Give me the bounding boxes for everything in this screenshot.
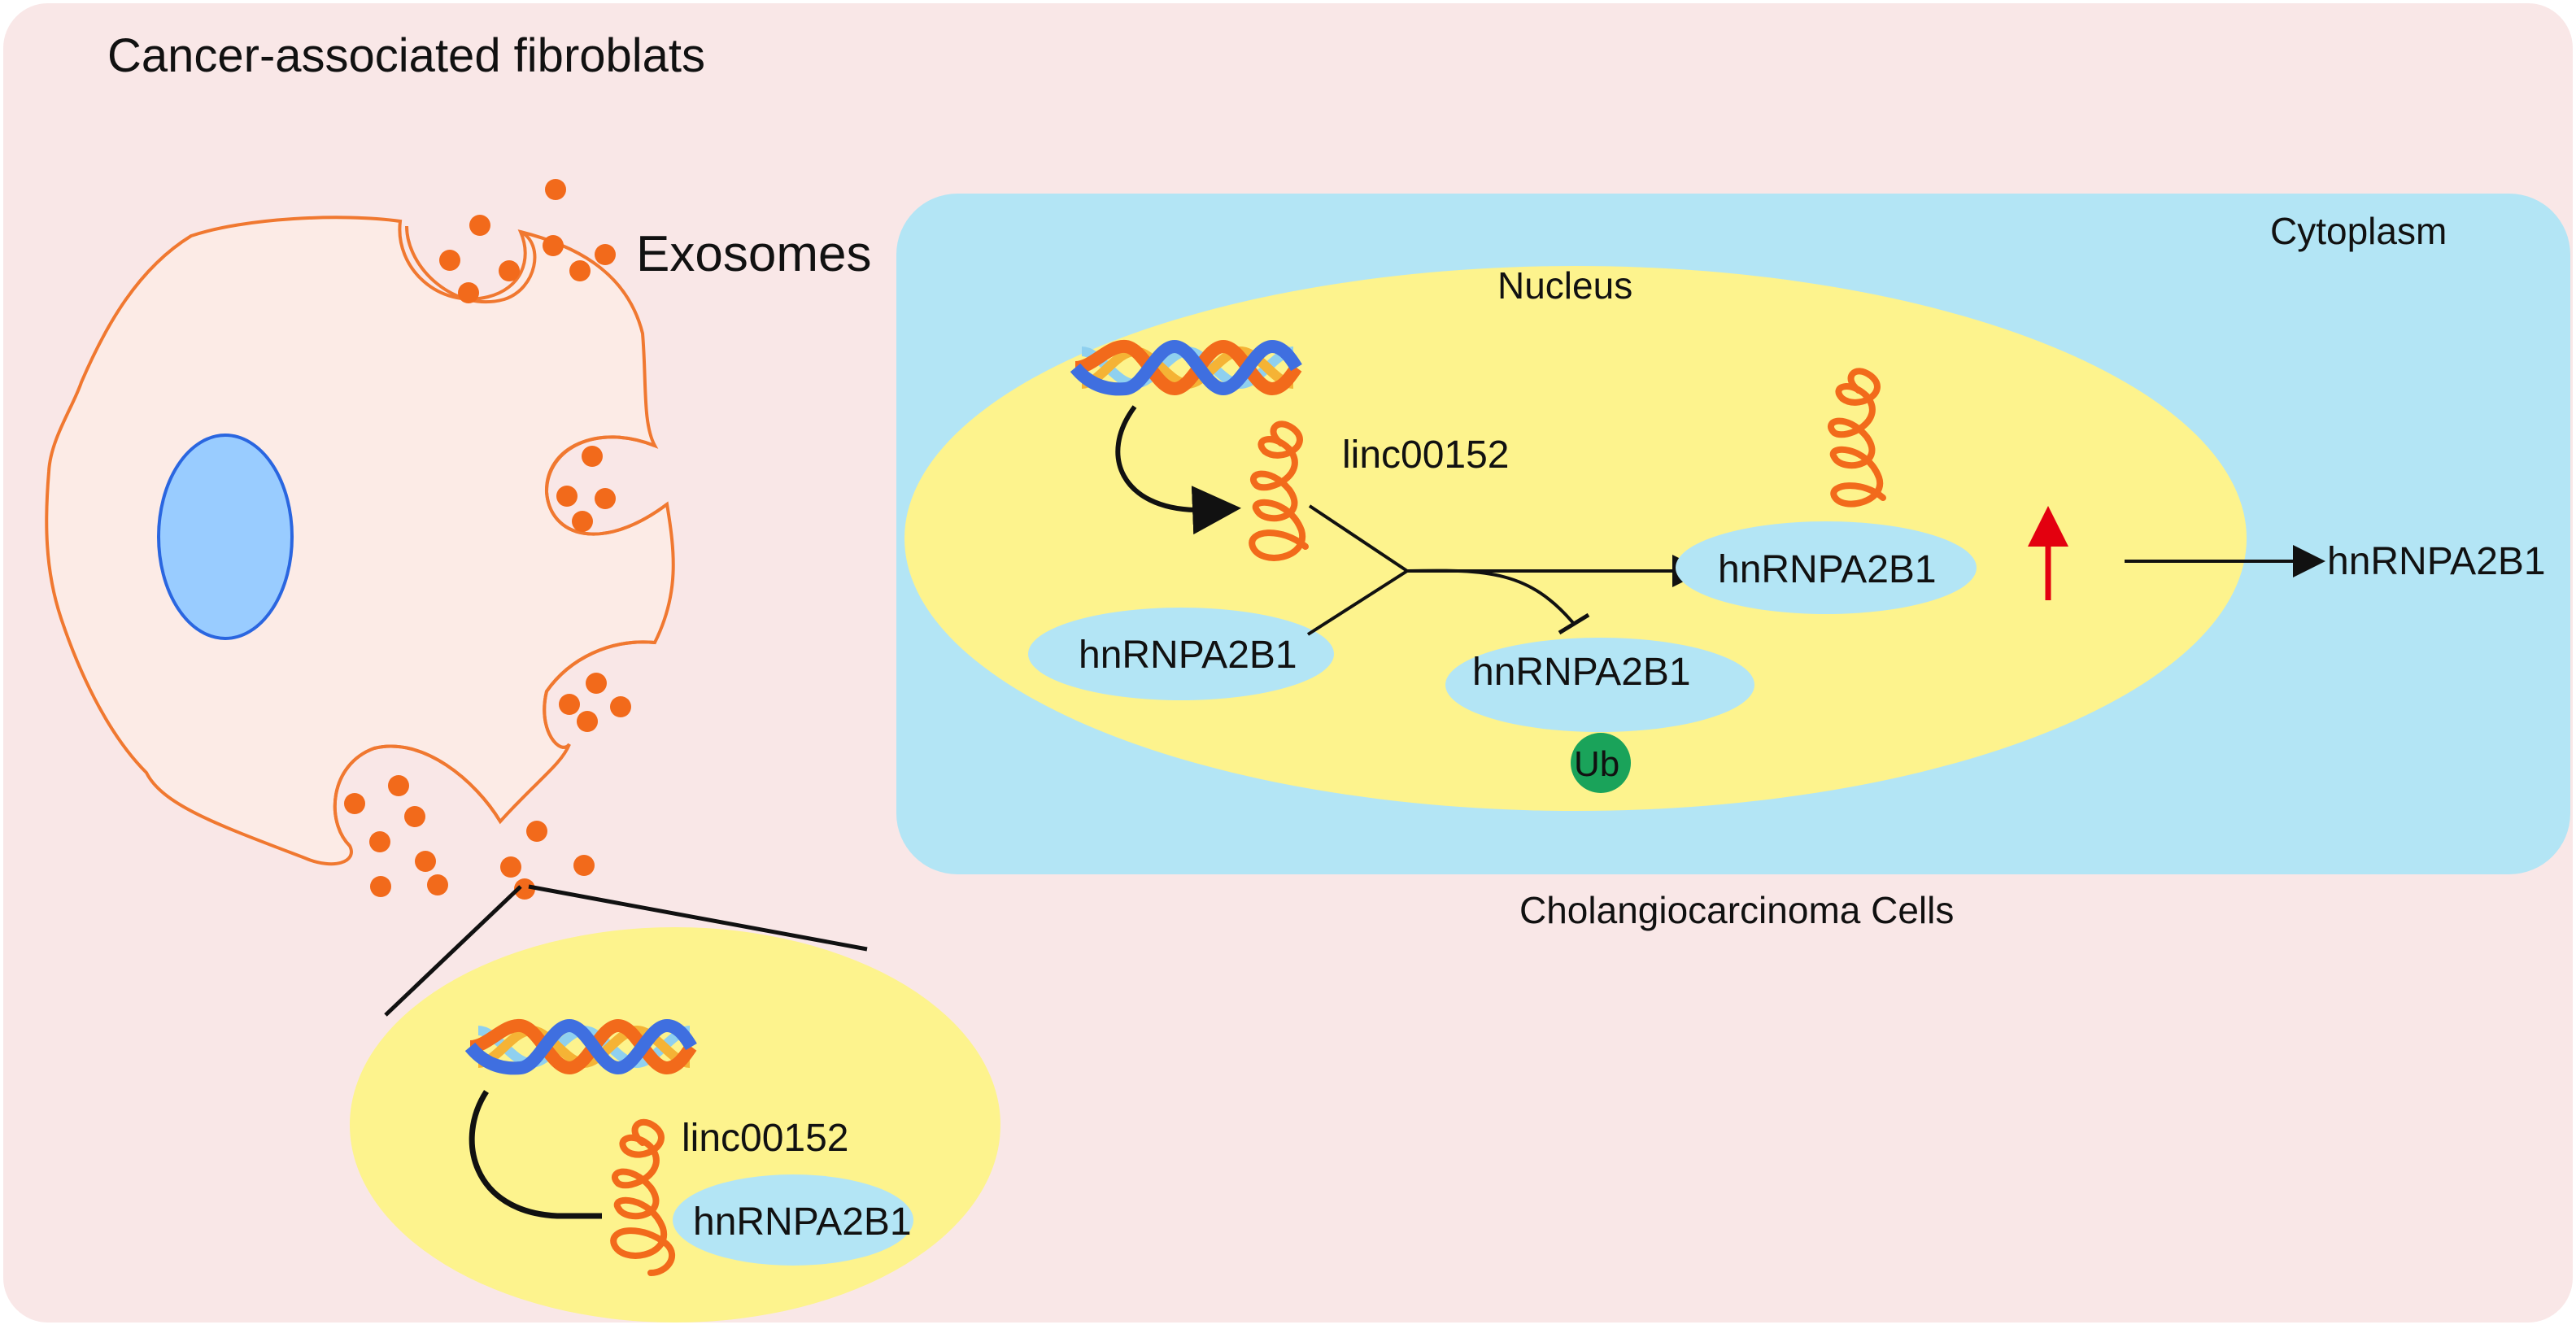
- fibroblast-cell: [45, 179, 675, 900]
- exosome-dot: [469, 215, 490, 236]
- cytoplasm-label: Cytoplasm: [2270, 210, 2447, 252]
- protein-label-cytoplasm: hnRNPA2B1: [2327, 540, 2546, 583]
- exosome-dot: [586, 673, 607, 694]
- exosome-dot: [439, 250, 460, 271]
- exosome-dot: [582, 446, 603, 467]
- protein-label-nucleus-left: hnRNPA2B1: [1079, 634, 1297, 677]
- exosome-dot: [369, 831, 390, 852]
- exosome-dot: [427, 874, 448, 895]
- exosome-dot: [415, 851, 436, 872]
- cell-label: Cholangiocarcinoma Cells: [1519, 889, 1954, 931]
- protein-nucleus-left: [1028, 608, 1334, 700]
- exosome-dot: [514, 878, 535, 900]
- budding-vesicle-top: [405, 225, 537, 304]
- inhibition-branch: [1406, 569, 1576, 625]
- cholangiocarcinoma-cell: Cytoplasm Nucleus linc00152 hnRNPA2B1 hn…: [896, 194, 2570, 874]
- exosome-dot: [370, 876, 391, 897]
- protein-exosome: [673, 1174, 913, 1266]
- exosome-dot: [344, 793, 365, 814]
- protein-nucleus-up: [1676, 521, 1977, 614]
- exosome-dot: [573, 855, 595, 876]
- dna-helix-exosome-icon: [464, 1018, 697, 1075]
- zoom-line-left: [384, 885, 522, 1017]
- exosome-dot: [572, 511, 593, 532]
- nucleus-label: Nucleus: [1497, 264, 1632, 307]
- exosome-dot: [458, 282, 479, 303]
- exosome-particles: [344, 179, 631, 900]
- transcription-arc-nucleus: [1115, 405, 1241, 535]
- exosome-dot: [404, 806, 425, 827]
- exosome-dot: [500, 856, 521, 878]
- transcription-arc-exosome: [469, 1090, 602, 1219]
- ubiquitin-label: Ub: [1574, 744, 1619, 784]
- lncrna-coil-nucleus-icon: [1249, 420, 1309, 561]
- exosomes-label: Exosomes: [636, 226, 871, 282]
- protein-label-nucleus-degraded: hnRNPA2B1: [1472, 651, 1691, 694]
- ubiquitin-marker: [1571, 733, 1631, 793]
- protein-nucleus-degraded: [1445, 638, 1754, 732]
- exosome-dot: [577, 711, 598, 732]
- exosome-dot: [610, 696, 631, 717]
- protein-label-nucleus-up: hnRNPA2B1: [1718, 548, 1937, 591]
- lncrna-label-exosome: linc00152: [682, 1117, 849, 1160]
- lncrna-coil-bound-icon: [1828, 368, 1886, 508]
- exosome-enlarged-body: [350, 927, 1000, 1322]
- exosome-dot: [499, 260, 520, 281]
- protein-label-exosome: hnRNPA2B1: [693, 1200, 912, 1244]
- exosome-enlarged: linc00152 hnRNPA2B1: [350, 927, 1000, 1322]
- budding-vesicle-lower-right: [543, 640, 656, 749]
- zoom-line-right: [528, 884, 868, 952]
- dna-helix-nucleus-icon: [1070, 339, 1302, 396]
- binding-line-protein: [1306, 569, 1409, 636]
- exosome-dot: [388, 775, 409, 796]
- exosome-dot: [569, 260, 591, 281]
- budding-vesicle-bottom: [333, 744, 502, 848]
- exosome-dot: [559, 694, 580, 715]
- lncrna-label-nucleus: linc00152: [1342, 434, 1510, 477]
- exosome-dot: [545, 179, 566, 200]
- exosome-dot: [543, 235, 564, 256]
- inhibition-bar: [1558, 612, 1590, 635]
- lncrna-coil-exosome-icon: [610, 1118, 675, 1276]
- upregulation-arrow-icon: [2028, 506, 2068, 600]
- fibroblast-nucleus: [157, 434, 294, 640]
- diagram-title: Cancer-associated fibroblats: [107, 29, 705, 82]
- exosome-dot: [556, 486, 578, 507]
- exosome-dot: [526, 821, 547, 842]
- budding-vesicle-right: [544, 435, 669, 536]
- exosome-dot: [595, 488, 616, 509]
- binding-line-lncrna: [1308, 504, 1409, 573]
- exosome-dot: [595, 244, 616, 265]
